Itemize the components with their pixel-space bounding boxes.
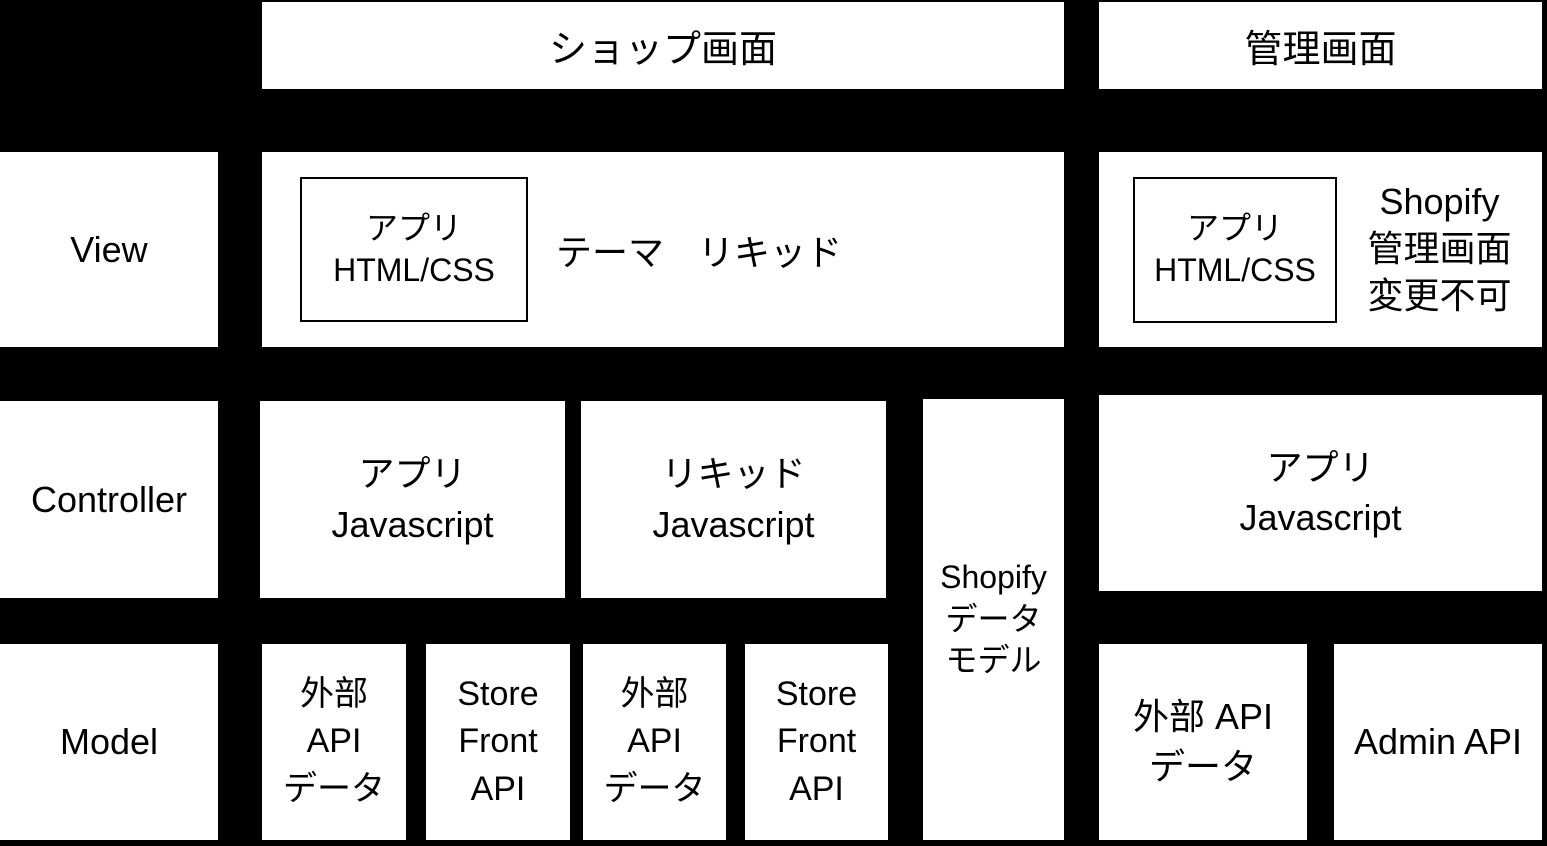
shopify-data-model-line3: モデル — [945, 642, 1042, 679]
view-shop-theme-label: テーマ — [556, 231, 665, 273]
model-storefront-2-line1: Store — [775, 674, 858, 713]
model-ext-api-2-line3: データ — [603, 769, 706, 808]
model-storefront-1-line1: Store — [457, 674, 539, 713]
model-storefront-api-box-2: Store Front API — [745, 644, 888, 840]
controller-app-js-line2: Javascript — [331, 503, 494, 545]
shopify-data-model-line2: データ — [945, 600, 1042, 637]
header-shop-screen-label: ショップ画面 — [548, 29, 777, 71]
model-admin-api-box: Admin API — [1334, 644, 1542, 840]
controller-admin-app-javascript-box: アプリ Javascript — [1099, 395, 1542, 591]
model-ext-api-2-line1: 外部 — [620, 674, 689, 713]
view-shop-liquid-label: リキッド — [698, 231, 843, 273]
model-storefront-api-box-1: Store Front API — [426, 644, 570, 840]
header-admin-screen-label: 管理画面 — [1244, 29, 1397, 71]
row-label-view: View — [0, 152, 218, 347]
view-shop-app-line2: HTML/CSS — [333, 251, 495, 288]
model-ext-api-2-line2: API — [627, 722, 682, 761]
view-admin-app-line2: HTML/CSS — [1154, 251, 1316, 288]
controller-liquid-javascript-box: リキッド Javascript — [581, 401, 886, 598]
model-ext-api-1-line1: 外部 — [300, 674, 368, 713]
view-shop-app-line1: アプリ — [365, 209, 462, 246]
row-label-controller-text: Controller — [30, 478, 188, 520]
row-label-view-text: View — [70, 228, 148, 270]
view-admin-app-html-css-box: アプリ HTML/CSS — [1133, 176, 1337, 323]
row-label-model-text: Model — [59, 721, 159, 762]
controller-liquid-js-line1: リキッド — [661, 453, 806, 495]
view-admin-note-line2: 管理画面 — [1367, 228, 1512, 270]
model-external-api-data-box-1: 外部 API データ — [262, 644, 406, 840]
controller-admin-app-js-line1: アプリ — [1266, 446, 1375, 488]
model-storefront-1-line2: Front — [458, 722, 538, 761]
row-label-controller: Controller — [0, 401, 218, 598]
view-admin-note-line1: Shopify — [1379, 181, 1500, 223]
model-storefront-1-line3: API — [470, 769, 526, 808]
model-storefront-2-line2: Front — [776, 722, 857, 761]
view-shop-box: アプリ HTML/CSS テーマ リキッド — [262, 152, 1064, 347]
model-external-api-data-box-2: 外部 API データ — [583, 644, 726, 840]
model-admin-ext-api-line1: 外部 API — [1132, 695, 1274, 737]
controller-admin-app-js-line2: Javascript — [1239, 497, 1402, 538]
model-admin-ext-api-line2: データ — [1148, 746, 1257, 787]
header-admin-screen: 管理画面 — [1099, 2, 1542, 89]
shopify-data-model-line1: Shopify — [940, 559, 1047, 596]
view-admin-note-line3: 変更不可 — [1367, 274, 1512, 316]
controller-app-javascript-box: アプリ Javascript — [260, 401, 565, 598]
shopify-data-model-box: Shopify データ モデル — [923, 399, 1064, 840]
controller-app-js-line1: アプリ — [358, 453, 467, 495]
view-admin-note: Shopify 管理画面 変更不可 — [1337, 179, 1542, 319]
model-storefront-2-line3: API — [789, 769, 844, 808]
model-ext-api-1-line2: API — [306, 722, 362, 761]
model-admin-api-label: Admin API — [1353, 721, 1523, 762]
row-label-model: Model — [0, 644, 218, 840]
controller-liquid-js-line2: Javascript — [652, 503, 815, 545]
header-shop-screen: ショップ画面 — [262, 2, 1064, 89]
view-shop-app-html-css-box: アプリ HTML/CSS — [300, 177, 528, 322]
model-ext-api-1-line3: データ — [283, 769, 385, 808]
model-admin-external-api-data-box: 外部 API データ — [1099, 644, 1307, 840]
view-admin-app-line1: アプリ — [1186, 209, 1283, 246]
view-admin-box: アプリ HTML/CSS Shopify 管理画面 変更不可 — [1099, 152, 1542, 347]
